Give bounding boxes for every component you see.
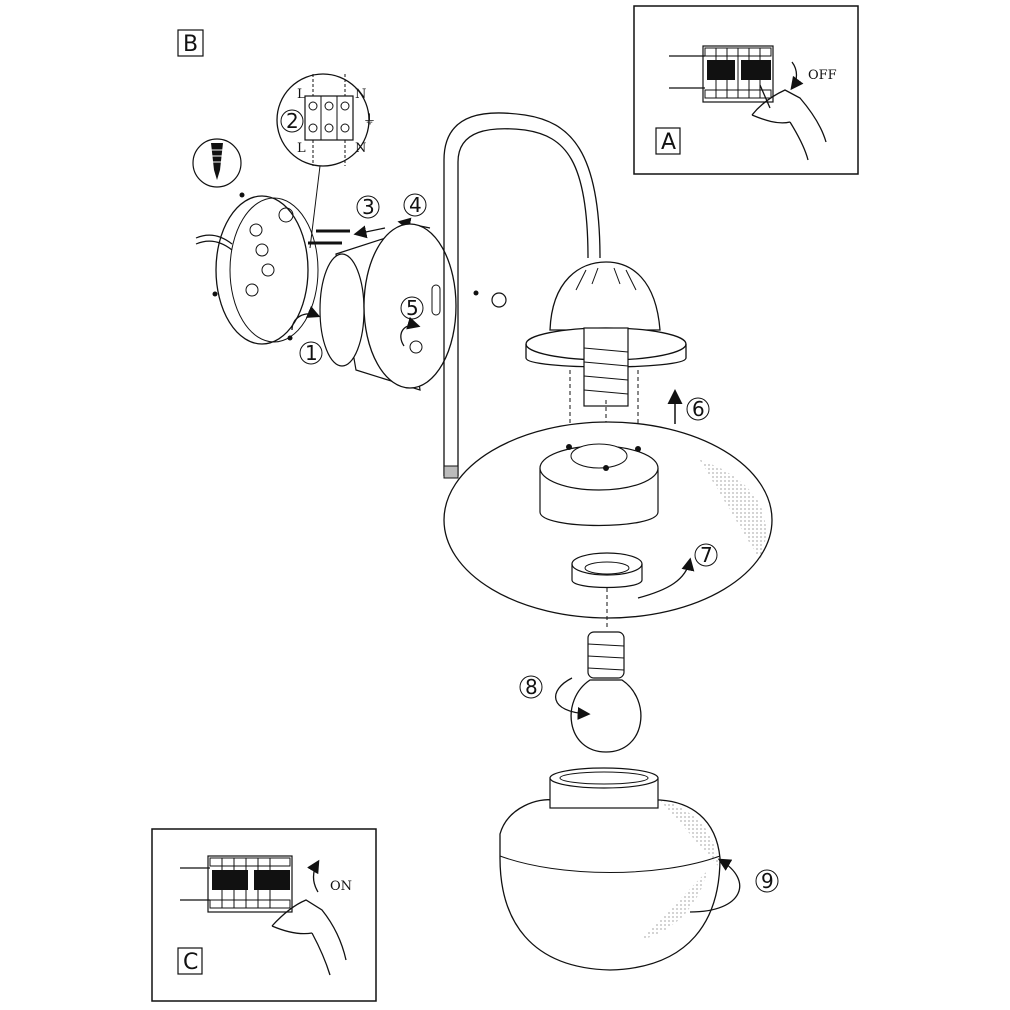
lamp-backplate — [319, 223, 507, 391]
wall-mounting-plate — [195, 192, 319, 345]
wall-plug-screw-icon — [192, 138, 242, 188]
panel-c-label: C — [183, 950, 198, 975]
arrow-step-3-icon — [353, 225, 386, 239]
rotate-down-arrow-icon — [790, 61, 804, 91]
panel-c-breaker-on: ON C — [151, 828, 377, 1002]
step-3-label: 3 — [362, 195, 375, 219]
panel-a-label: A — [661, 130, 676, 155]
glass-globe — [499, 767, 721, 971]
step-5-label: 5 — [406, 296, 419, 320]
light-bulb-icon — [570, 631, 642, 753]
threaded-ring — [571, 552, 643, 589]
breaker-panel-icon — [702, 45, 774, 103]
step-9-label: 9 — [761, 869, 774, 893]
rotate-up-arrow-icon — [307, 859, 320, 893]
panel-a-breaker-off: OFF A — [633, 5, 859, 175]
terminal-bottom-neutral: N — [355, 141, 366, 156]
rotate-arrow-step-1-icon — [291, 305, 321, 331]
terminal-top-neutral: N — [355, 87, 366, 102]
terminal-block-callout: L N L N ⏚ 2 — [276, 73, 376, 249]
terminal-top-live: L — [297, 87, 306, 102]
lamp-arm — [443, 112, 601, 479]
lamp-shade-reflector — [443, 421, 773, 619]
panel-b-label: B — [183, 32, 198, 57]
hand-icon — [271, 899, 347, 976]
hand-icon — [751, 84, 827, 161]
step-6-label: 6 — [692, 397, 705, 421]
rotate-arrow-step-5-icon — [400, 316, 421, 347]
step-2-label: 2 — [286, 109, 299, 133]
breaker-panel-icon — [207, 855, 293, 913]
step-8-label: 8 — [525, 675, 538, 699]
switch-state-off: OFF — [808, 68, 837, 83]
lamp-cap-with-socket — [525, 261, 687, 407]
step-1-label: 1 — [305, 341, 318, 365]
rotate-arrow-step-9-icon — [689, 858, 741, 913]
terminal-bottom-live: L — [297, 141, 306, 156]
rotate-arrow-step-7-icon — [637, 557, 695, 599]
earth-symbol-icon: ⏚ — [363, 113, 376, 128]
switch-state-on: ON — [330, 879, 352, 894]
rotate-arrow-step-8-icon — [555, 677, 591, 720]
step-7-label: 7 — [700, 543, 713, 567]
step-4-label: 4 — [409, 193, 422, 217]
screws — [308, 229, 350, 245]
